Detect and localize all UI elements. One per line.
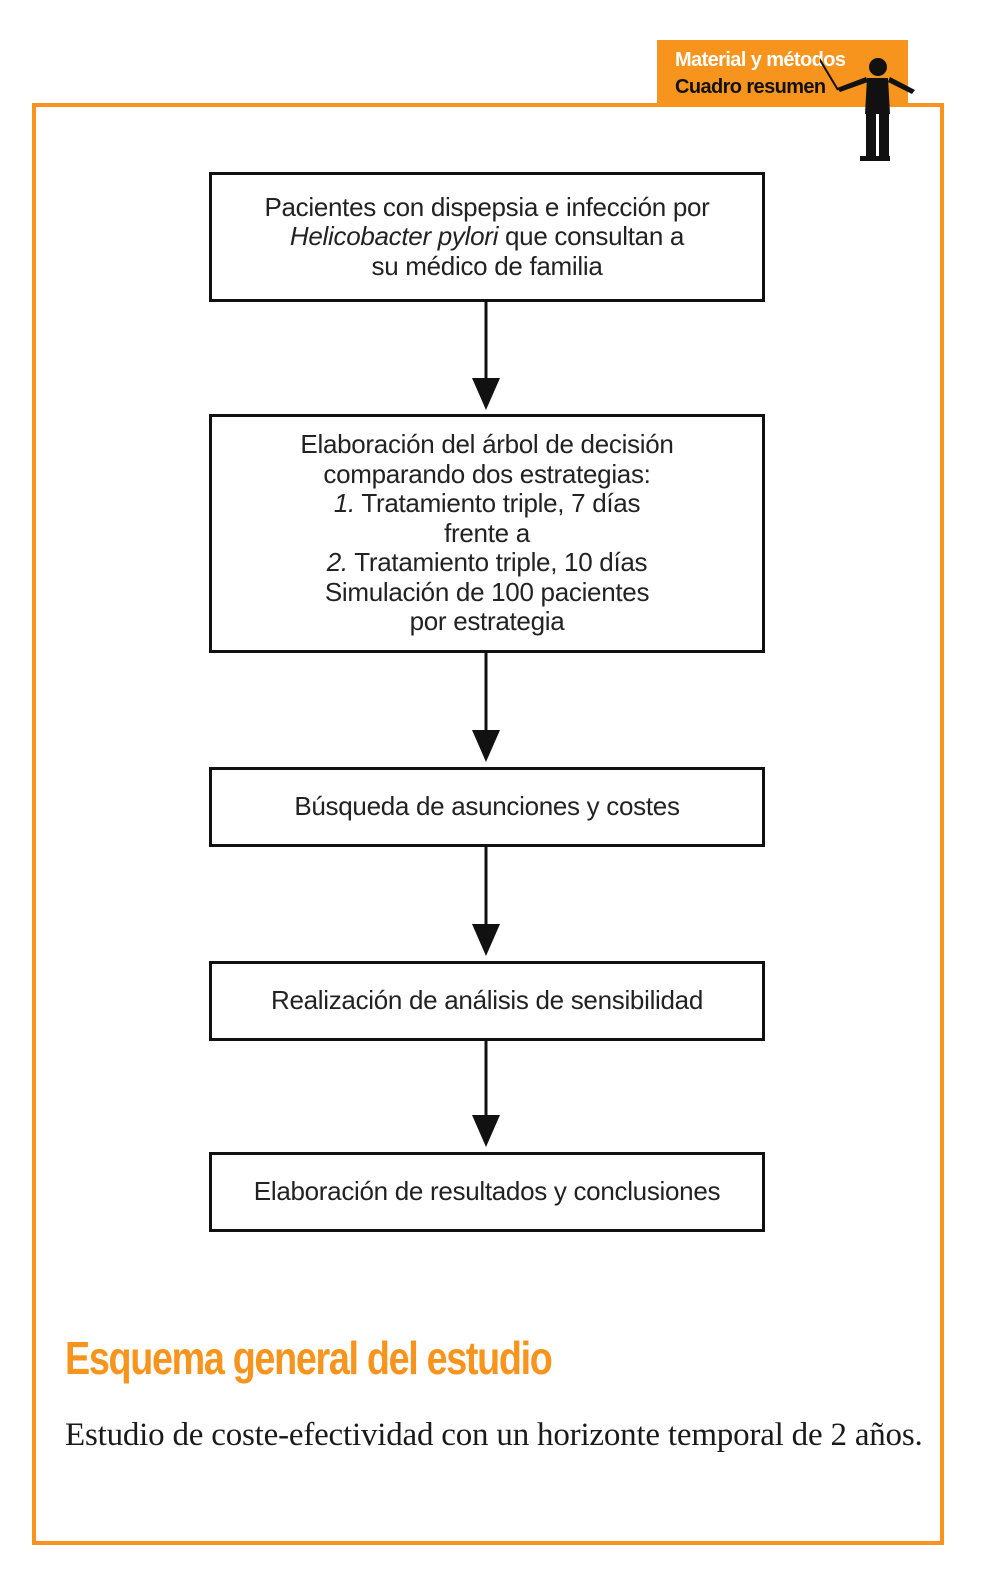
presenter-pointing-icon bbox=[820, 58, 915, 161]
section-tab-subtitle: Cuadro resumen bbox=[675, 76, 826, 98]
arrow-1 bbox=[472, 302, 500, 410]
flow-step-patients: Pacientes con dispepsia e infección por … bbox=[209, 172, 765, 302]
flow-step-sensitivity: Realización de análisis de sensibilidad bbox=[209, 961, 765, 1041]
flow-step-results: Elaboración de resultados y conclusiones bbox=[209, 1152, 765, 1232]
scheme-description: Estudio de coste-efectividad con un hori… bbox=[65, 1417, 923, 1453]
flow-step-decision-tree: Elaboración del árbol de decisión compar… bbox=[209, 414, 765, 653]
flow-step-assumptions: Búsqueda de asunciones y costes bbox=[209, 767, 765, 847]
flow-step-patients-line2: Helicobacter pylori que consultan a bbox=[264, 222, 709, 252]
species-name: Helicobacter pylori bbox=[289, 221, 499, 252]
summary-frame bbox=[32, 103, 944, 1545]
strategy-2-text: Tratamiento triple, 10 días bbox=[347, 547, 648, 578]
arrow-3 bbox=[472, 847, 500, 956]
flow-step-patients-line3: su médico de familia bbox=[371, 250, 603, 281]
arrow-4 bbox=[472, 1041, 500, 1147]
strategy-2: 2. Tratamiento triple, 10 días bbox=[300, 548, 673, 578]
study-flowchart: Pacientes con dispepsia e infección por … bbox=[209, 172, 765, 1232]
arrow-2 bbox=[472, 653, 500, 762]
section-tab-title: Material y métodos bbox=[675, 49, 846, 71]
strategy-1: 1. Tratamiento triple, 7 días bbox=[300, 489, 673, 519]
flow-step-results-label: Elaboración de resultados y conclusiones bbox=[253, 1176, 721, 1207]
flow-step-decision-line2: comparando dos estrategias: bbox=[323, 458, 651, 489]
flow-step-decision-versus: frente a bbox=[444, 517, 530, 548]
strategy-2-number: 2. bbox=[326, 547, 348, 578]
flow-arrows bbox=[472, 302, 500, 1147]
scheme-title: Esquema general del estudio bbox=[65, 1332, 553, 1384]
flow-step-decision-simulation: Simulación de 100 pacientes bbox=[324, 576, 650, 607]
flow-step-decision-per-strategy: por estrategia bbox=[409, 606, 565, 637]
strategy-1-text: Tratamiento triple, 7 días bbox=[354, 488, 641, 519]
flow-step-assumptions-label: Búsqueda de asunciones y costes bbox=[294, 791, 680, 822]
strategy-1-number: 1. bbox=[333, 488, 355, 519]
flow-step-decision-line1: Elaboración del árbol de decisión bbox=[300, 429, 674, 460]
flow-step-patients-line1: Pacientes con dispepsia e infección por bbox=[264, 191, 710, 222]
flow-step-sensitivity-label: Realización de análisis de sensibilidad bbox=[270, 985, 703, 1016]
flow-step-patients-line2-rest: que consultan a bbox=[498, 221, 685, 252]
